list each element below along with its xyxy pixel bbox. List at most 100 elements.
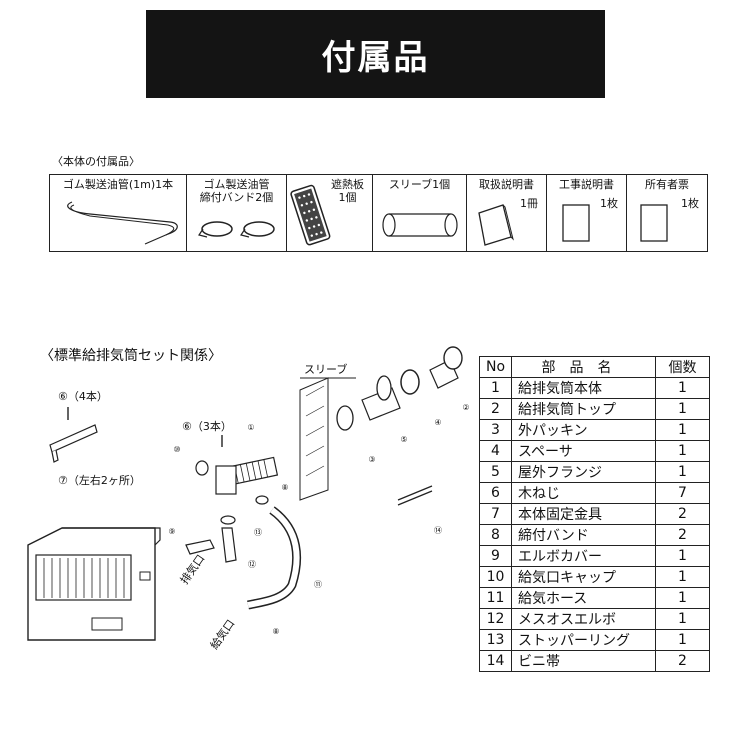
cell-no: 11 xyxy=(479,587,512,609)
elbow-cover-icon xyxy=(185,539,215,555)
oil-tube-icon xyxy=(67,201,178,245)
accessory-count: 1枚 xyxy=(600,197,618,210)
callout-13: ⑬ xyxy=(254,528,262,537)
cell-no: 14 xyxy=(479,650,512,672)
callout-8a: ⑧ xyxy=(281,483,288,492)
diagram-caption: 〈標準給排気筒セット関係〉 xyxy=(40,348,222,364)
spacer-icon xyxy=(400,369,420,395)
intake-cap-icon xyxy=(195,460,209,476)
callout-3: ③ xyxy=(368,455,375,464)
accessories-table: ゴム製送油管(1m)1本 ゴム製送油管 締付バンド2個 遮熱板 1個 xyxy=(49,174,708,252)
callout-10: ⑩ xyxy=(173,445,180,454)
cell-name: 締付バンド xyxy=(511,524,656,546)
callout-11: ⑪ xyxy=(314,580,322,589)
accessory-count: 1枚 xyxy=(681,197,699,210)
cell-qty: 1 xyxy=(655,377,710,399)
accessory-hose-clamps: ゴム製送油管 締付バンド2個 xyxy=(186,174,287,252)
accessory-owner-card: 所有者票 1枚 xyxy=(626,174,708,252)
accessory-label: 工事説明書 xyxy=(559,178,614,191)
elbow-icon xyxy=(221,527,237,563)
exhaust-label: 排気口 xyxy=(177,552,207,587)
cell-no: 3 xyxy=(479,419,512,441)
cell-qty: 7 xyxy=(655,482,710,504)
accessory-count: 1冊 xyxy=(520,197,538,210)
cell-qty: 1 xyxy=(655,440,710,462)
outer-packing-icon xyxy=(336,405,354,431)
cell-name: スペーサ xyxy=(511,440,656,462)
cell-qty: 1 xyxy=(655,566,710,588)
cell-qty: 1 xyxy=(655,419,710,441)
sleeve-icon xyxy=(382,213,458,237)
cell-name: 給排気筒トップ xyxy=(511,398,656,420)
cell-qty: 2 xyxy=(655,503,710,525)
cell-no: 13 xyxy=(479,629,512,651)
cell-qty: 2 xyxy=(655,650,710,672)
accessory-label: 所有者票 xyxy=(645,178,689,191)
cell-name: 屋外フランジ xyxy=(511,461,656,483)
cell-no: 8 xyxy=(479,524,512,546)
accessory-installation-manual: 工事説明書 1枚 xyxy=(546,174,627,252)
vinyl-tape-icon xyxy=(397,485,433,506)
cell-no: 2 xyxy=(479,398,512,420)
cell-name: 給気口キャップ xyxy=(511,566,656,588)
clamp-band-icon xyxy=(255,495,269,505)
flue-top-icon xyxy=(429,346,463,389)
bracket-label: ⑦（左右2ヶ所） xyxy=(58,473,141,487)
heater-unit-icon xyxy=(27,527,161,641)
cell-qty: 1 xyxy=(655,587,710,609)
cell-qty: 2 xyxy=(655,524,710,546)
callout-4: ④ xyxy=(434,418,441,427)
cell-qty: 1 xyxy=(655,461,710,483)
cell-name: メスオスエルボ xyxy=(511,608,656,630)
table-header-row: No 部品名 個数 xyxy=(479,356,710,378)
cell-name: エルボカバー xyxy=(511,545,656,567)
document-sheet-icon xyxy=(562,204,590,242)
accessories-caption: 〈本体の付属品〉 xyxy=(52,155,140,168)
cell-name: 給排気筒本体 xyxy=(511,377,656,399)
accessory-label: ゴム製送油管(1m)1本 xyxy=(62,178,174,191)
cell-no: 12 xyxy=(479,608,512,630)
hose-clamp-icon xyxy=(198,221,275,238)
cell-no: 9 xyxy=(479,545,512,567)
column-header-no: No xyxy=(479,356,512,378)
accessory-oil-tube: ゴム製送油管(1m)1本 xyxy=(49,174,187,252)
cell-no: 7 xyxy=(479,503,512,525)
accessory-label: 遮熱板 1個 xyxy=(331,178,364,204)
callout-14: ⑭ xyxy=(434,526,442,535)
cell-no: 4 xyxy=(479,440,512,462)
cell-no: 1 xyxy=(479,377,512,399)
accessory-sleeve: スリーブ1個 xyxy=(372,174,467,252)
accessory-heat-shield: 遮熱板 1個 xyxy=(286,174,373,252)
fixing-bracket-icon xyxy=(49,424,98,463)
sleeve-label: スリーブ xyxy=(304,362,347,376)
cell-name: 外パッキン xyxy=(511,419,656,441)
flue-body-icon xyxy=(215,456,279,495)
intake-label: 給気口 xyxy=(207,617,237,652)
accessory-label: スリーブ1個 xyxy=(388,178,451,191)
cell-name: 木ねじ xyxy=(511,482,656,504)
accessory-label: 取扱説明書 xyxy=(479,178,534,191)
manual-booklet-icon xyxy=(478,204,514,246)
cell-qty: 1 xyxy=(655,608,710,630)
flue-set-diagram: ⑥（4本） ⑦（左右2ヶ所） ⑥（3本） ① ⑩ xyxy=(27,346,470,652)
callout-12: ⑫ xyxy=(248,560,256,569)
cell-qty: 1 xyxy=(655,629,710,651)
callout-8b: ⑧ xyxy=(272,627,279,636)
cell-no: 5 xyxy=(479,461,512,483)
cell-name: 給気ホース xyxy=(511,587,656,609)
callout-2: ② xyxy=(462,403,469,412)
page-title: 付属品 xyxy=(321,37,430,78)
heat-shield-icon xyxy=(290,184,331,246)
